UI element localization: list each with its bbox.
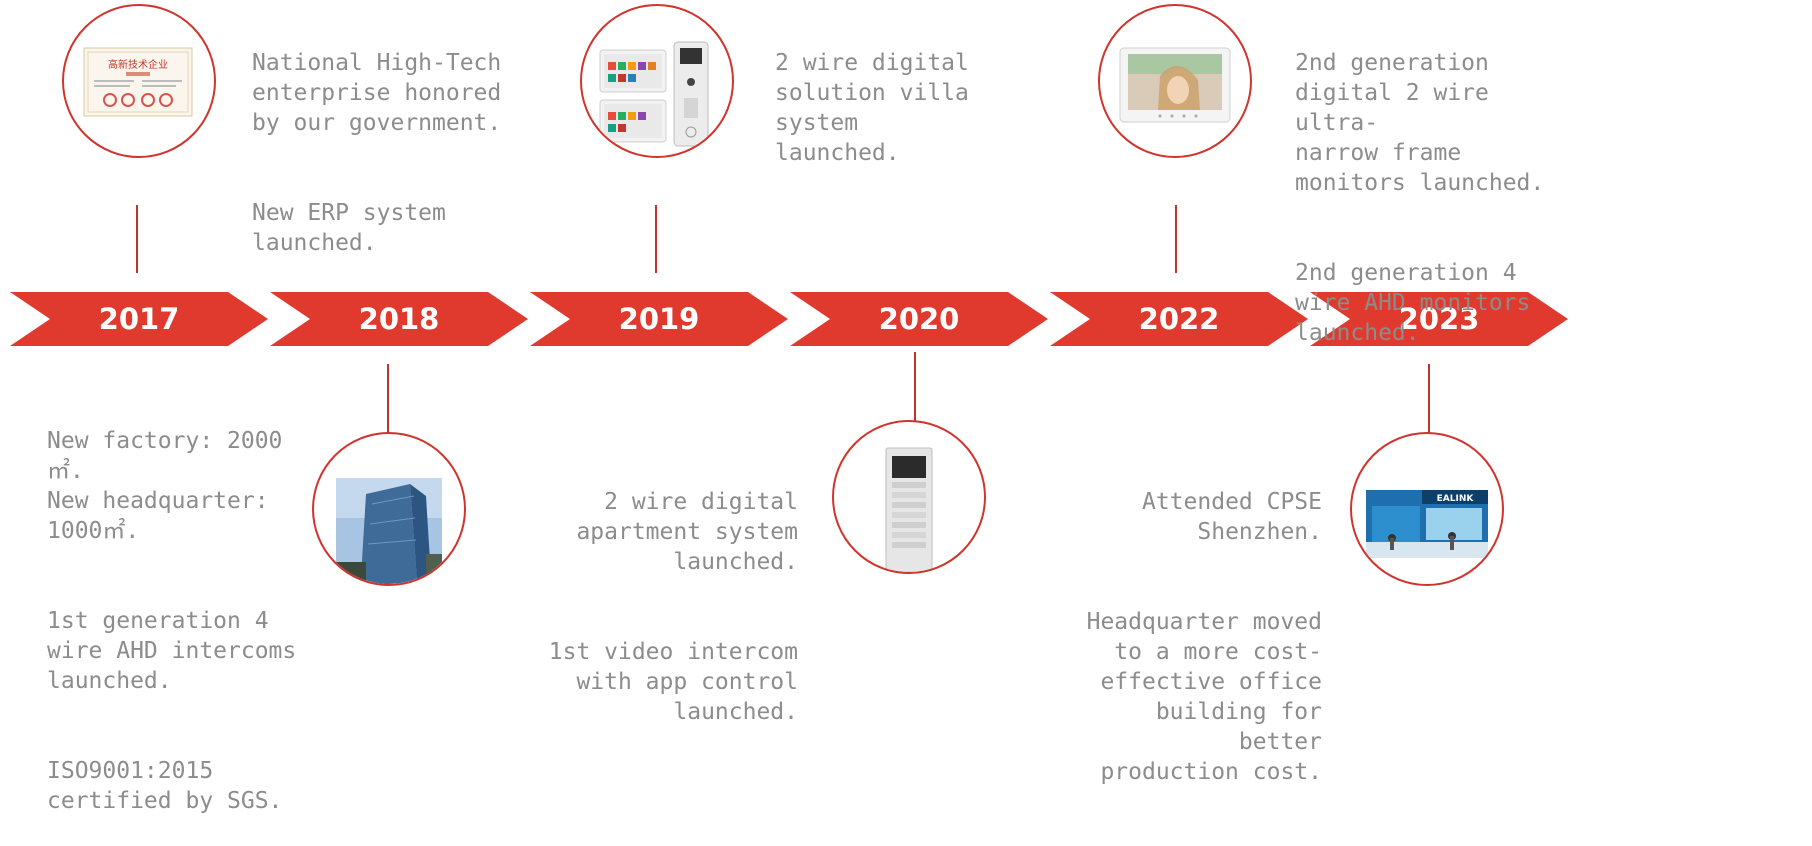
- event-2022-para-2: Headquarter moved to a more cost- effect…: [1086, 609, 1322, 785]
- chevron-2018: [270, 292, 528, 346]
- villa-system-image: [580, 4, 734, 158]
- chevron-2023: [1310, 292, 1568, 346]
- event-2020-para-2: 1st video intercom with app control laun…: [548, 639, 798, 725]
- certificate-title: 高新技术企业: [108, 58, 168, 71]
- connector-2017-top: [136, 205, 138, 273]
- connector-2018-bottom: [387, 364, 389, 433]
- event-2017-para-2: 1st generation 4 wire AHD intercoms laun…: [47, 608, 297, 694]
- year-label-2017: 2017: [98, 302, 180, 336]
- year-label-2023: 2023: [1398, 302, 1480, 336]
- event-2022-text: Attended CPSE Shenzhen. Headquarter move…: [1060, 457, 1322, 817]
- event-2022-para-1: Attended CPSE Shenzhen.: [1141, 489, 1322, 545]
- event-2019-text: 2 wire digital solution villa system lau…: [775, 18, 1035, 198]
- event-2017-para-3: ISO9001:2015 certified by SGS.: [47, 758, 283, 814]
- event-2019-para-1: 2 wire digital solution villa system lau…: [775, 50, 969, 166]
- monitor-image: [1098, 4, 1252, 158]
- event-2023-para-2: 2nd generation 4 wire AHD monitors launc…: [1295, 260, 1531, 346]
- year-label-2020: 2020: [878, 302, 960, 336]
- year-label-2019: 2019: [618, 302, 700, 336]
- event-2017-text: New factory: 2000㎡. New headquarter: 100…: [47, 396, 307, 846]
- event-2023-para-1: 2nd generation digital 2 wire ultra- nar…: [1295, 50, 1545, 196]
- building-image: [312, 432, 466, 586]
- connector-2020-bottom: [914, 352, 916, 422]
- connector-2023-bottom: [1428, 364, 1430, 433]
- event-2018-para-1: National High-Tech enterprise honored by…: [252, 50, 502, 136]
- booth-logo-text: EALINK: [1437, 494, 1475, 504]
- timeline-arrow-bar: [10, 292, 1568, 346]
- event-2020-para-1: 2 wire digital apartment system launched…: [576, 489, 798, 575]
- event-2023-text: 2nd generation digital 2 wire ultra- nar…: [1295, 18, 1575, 378]
- chevron-2019: [530, 292, 788, 346]
- event-2020-text: 2 wire digital apartment system launched…: [538, 457, 798, 757]
- connector-2019-top: [655, 205, 657, 273]
- chevron-2017: [10, 292, 268, 346]
- exhibition-booth-image: EALINK: [1350, 432, 1504, 586]
- event-2018-text: National High-Tech enterprise honored by…: [252, 18, 512, 288]
- apartment-panel-image: [832, 420, 986, 574]
- event-2017-para-1: New factory: 2000㎡. New headquarter: 100…: [47, 428, 283, 544]
- chevron-2022: [1050, 292, 1308, 346]
- chevron-2020: [790, 292, 1048, 346]
- connector-2022-top: [1175, 205, 1177, 273]
- year-label-2018: 2018: [358, 302, 440, 336]
- certificate-image: 高新技术企业: [62, 4, 216, 158]
- year-label-2022: 2022: [1138, 302, 1220, 336]
- event-2018-para-2: New ERP system launched.: [252, 200, 446, 256]
